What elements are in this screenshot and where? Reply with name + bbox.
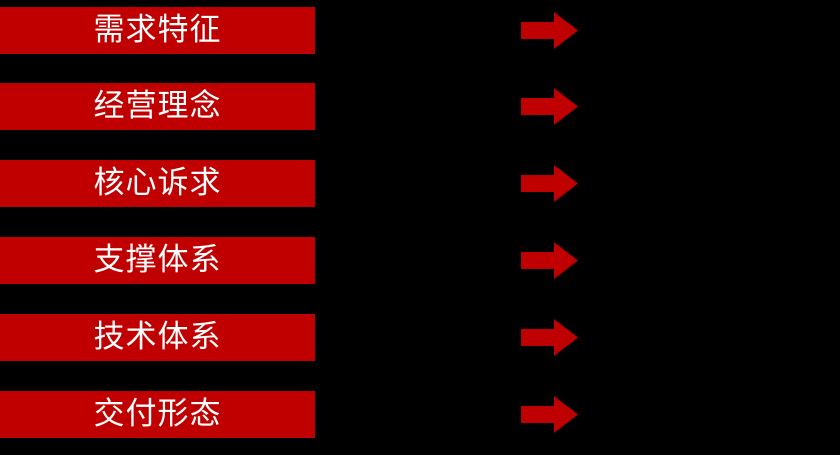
category-bar-2[interactable]: 经营理念 bbox=[0, 83, 315, 130]
arrow-right-icon bbox=[521, 12, 578, 49]
category-bar-label: 支撑体系 bbox=[93, 242, 222, 278]
diagram-row: 技术体系 bbox=[0, 314, 840, 361]
diagram-row: 经营理念 bbox=[0, 83, 840, 130]
category-bar-label: 技术体系 bbox=[93, 319, 222, 355]
diagram-row: 支撑体系 bbox=[0, 237, 840, 284]
category-bar-label: 经营理念 bbox=[93, 88, 222, 124]
category-bar-1[interactable]: 需求特征 bbox=[0, 7, 315, 54]
arrow-right-icon bbox=[521, 396, 578, 433]
category-bar-4[interactable]: 支撑体系 bbox=[0, 237, 315, 284]
arrow-right-icon bbox=[521, 88, 578, 125]
arrow-right-icon bbox=[521, 319, 578, 356]
diagram-row: 交付形态 bbox=[0, 391, 840, 438]
category-bar-label: 需求特征 bbox=[93, 12, 222, 48]
diagram-row: 需求特征 bbox=[0, 7, 840, 54]
diagram-row: 核心诉求 bbox=[0, 160, 840, 207]
arrow-right-icon bbox=[521, 242, 578, 279]
category-bar-5[interactable]: 技术体系 bbox=[0, 314, 315, 361]
category-bar-6[interactable]: 交付形态 bbox=[0, 391, 315, 438]
category-bar-3[interactable]: 核心诉求 bbox=[0, 160, 315, 207]
category-bar-label: 核心诉求 bbox=[93, 165, 222, 201]
arrow-right-icon bbox=[521, 165, 578, 202]
category-bar-label: 交付形态 bbox=[93, 396, 222, 432]
